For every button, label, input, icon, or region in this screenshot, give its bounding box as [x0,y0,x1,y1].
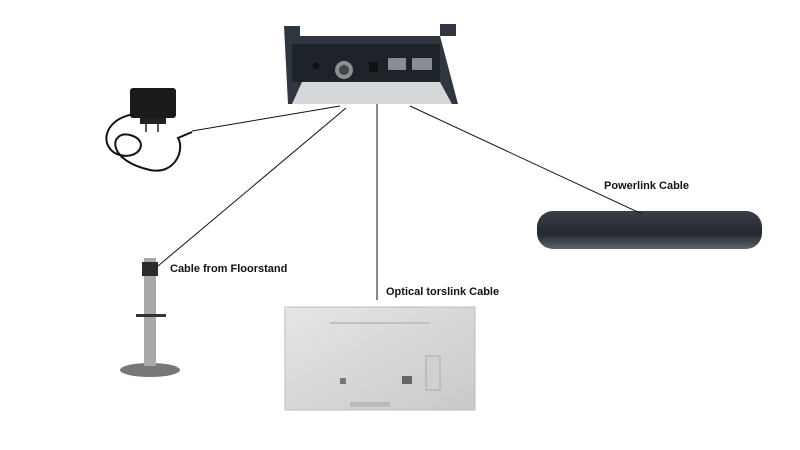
floorstand-cable-line [157,107,347,267]
floorstand-cable-label: Cable from Floorstand [170,263,288,275]
soundbar [537,211,762,249]
power-cable-line [191,105,341,132]
powerlink-cable-label: Powerlink Cable [604,180,689,192]
tv-back [284,306,476,411]
powerlink-cable-line [409,105,643,215]
connection-box [284,24,458,104]
floorstand [120,258,180,377]
optical-cable-label: Optical torslink Cable [386,286,500,298]
power-adapter [105,88,193,172]
cable-lines [157,104,643,300]
